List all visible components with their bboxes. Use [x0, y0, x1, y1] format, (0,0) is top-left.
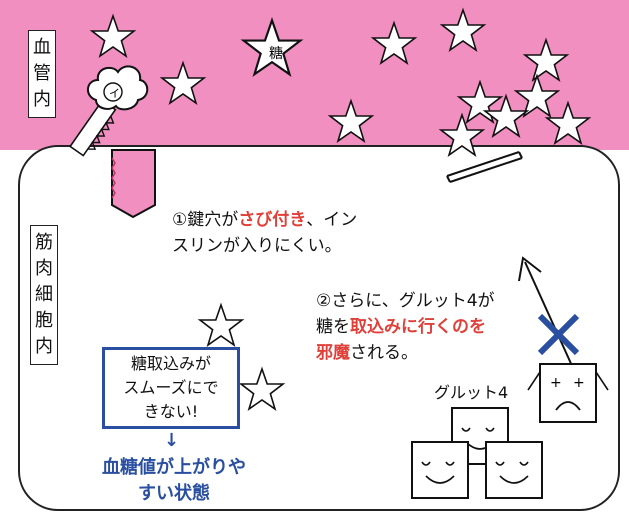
sugar-star: [524, 39, 568, 81]
sugar-star: [440, 114, 484, 156]
sugar-star: [91, 15, 135, 57]
insulin-key: [69, 65, 149, 157]
muscle-cell-label: 筋 肉 細 胞 内: [30, 225, 58, 365]
sugar-star: [515, 75, 559, 117]
result-arrow: ↓: [164, 430, 180, 451]
glut4-troubled-face: + +: [527, 363, 609, 423]
movement-arrow: [524, 261, 574, 369]
glut4-stack: [411, 407, 543, 499]
sugar-star: [441, 9, 485, 51]
sugar-label: 糖: [269, 46, 283, 62]
uptake-failed-box: 糖取込みが スムーズにで きない!: [102, 347, 240, 429]
note-rusty-keyhole: ①鍵穴がさび付き、イン スリンが入りにくい。: [172, 210, 358, 256]
blood-vessel-label: 血 管 内: [28, 30, 56, 118]
sugar-star: [372, 22, 416, 64]
sugar-star: [546, 102, 590, 144]
sugar-star: [161, 62, 205, 104]
blocked-x-icon: [537, 313, 580, 356]
sugar-star: [199, 304, 243, 346]
result-text: 血糖値が上がりや すい状態: [102, 457, 246, 504]
keyhole-receptor: [111, 149, 156, 219]
glut4-label: グルット4: [434, 383, 509, 402]
key-mark-label: イ: [109, 87, 120, 100]
membrane-transporter: [446, 151, 520, 177]
note-glut4-blocked: ②さらに、グルット4が 糖を取込みに行くのを 邪魔される。: [316, 291, 495, 363]
svg-text:+: +: [573, 375, 585, 391]
svg-text:+: +: [550, 375, 562, 391]
sugar-star: [329, 100, 373, 142]
sugar-star: [240, 368, 284, 410]
